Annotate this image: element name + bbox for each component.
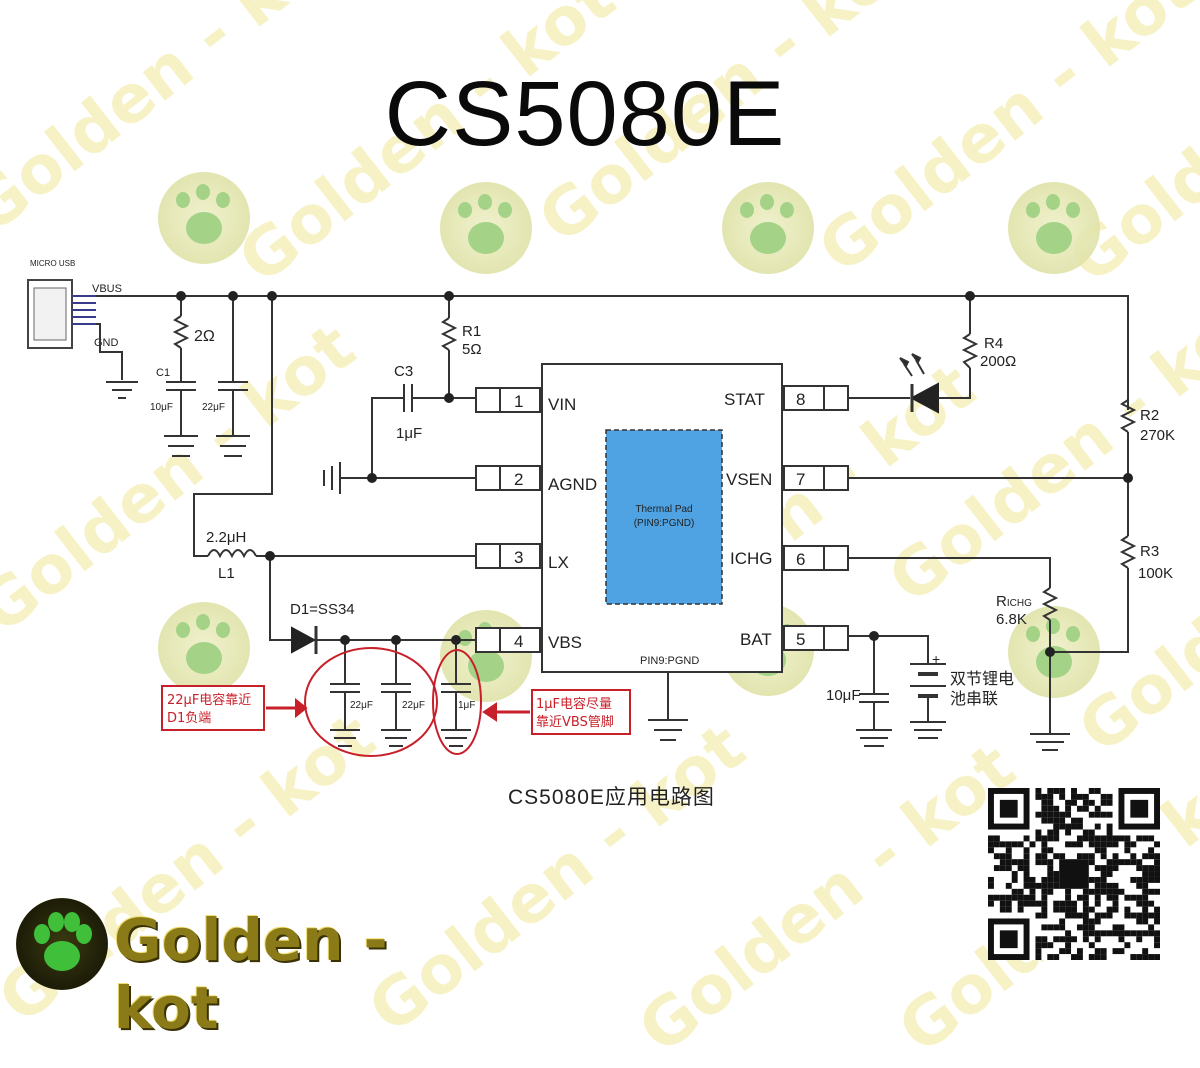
c1-value: 10μF	[150, 402, 173, 413]
ground-icon	[164, 435, 198, 457]
ground-icon	[216, 435, 250, 457]
c3-ref: C3	[394, 363, 413, 380]
pin-2-name: AGND	[548, 475, 597, 494]
pin-5-name: BAT	[740, 630, 772, 649]
qr-code-icon	[988, 788, 1160, 960]
note-left-line1: 22μF电容靠近	[167, 692, 251, 708]
thermal-pad-line2: (PIN9:PGND)	[634, 518, 695, 529]
pin-5-number: 5	[796, 630, 805, 649]
ground-icon	[648, 719, 688, 741]
schematic-diagram: MICRO USB VBUS GND 2Ω C1 10μF 22μF 2.2μH…	[27, 259, 1175, 757]
vbus-label: VBUS	[92, 283, 122, 295]
l1-value: 2.2μH	[206, 529, 246, 546]
r4-value: 200Ω	[980, 353, 1016, 370]
gnd-label: GND	[94, 337, 119, 349]
junction-dots	[176, 291, 1133, 657]
battery-label-line2: 池串联	[950, 690, 998, 708]
pin-3-name: LX	[548, 553, 569, 572]
r4-ref: R4	[984, 335, 1003, 352]
paw-logo-icon	[1008, 182, 1100, 274]
note-left-line2: D1负端	[167, 711, 211, 726]
d1-label: D1=SS34	[290, 601, 355, 618]
pin9-label: PIN9:PGND	[640, 655, 699, 667]
paw-logo-icon	[158, 172, 250, 264]
r1-ref: R1	[462, 323, 481, 340]
pin-1-name: VIN	[548, 395, 576, 414]
r2-value: 270K	[1140, 427, 1175, 444]
paw-logo-icon	[158, 602, 250, 694]
rchg-ref: RICHG	[996, 593, 1032, 610]
usb-label: MICRO USB	[30, 259, 75, 268]
ground-icon	[856, 729, 892, 747]
paw-logo-icon	[16, 898, 108, 990]
ground-icon	[1030, 733, 1070, 751]
r3-ref: R3	[1140, 543, 1159, 560]
page-title: CS5080E	[384, 63, 786, 165]
pin-7-number: 7	[796, 470, 805, 489]
brand-logo: Golden - kot	[16, 898, 456, 1042]
pin-4-name: VBS	[548, 633, 582, 652]
pin-2-number: 2	[514, 470, 523, 489]
pin-1-number: 1	[514, 392, 523, 411]
c-vbs1-value: 22μF	[350, 700, 373, 711]
pin-6-number: 6	[796, 550, 805, 569]
brand-name: Golden - kot	[114, 906, 388, 1042]
r2-ref: R2	[1140, 407, 1159, 424]
ic-left-pins: 1 2 3 4 VIN AGND LX VBS	[475, 387, 597, 653]
usb-connector: MICRO USB VBUS GND	[27, 259, 122, 349]
c-bat-value: 10μF	[826, 687, 861, 704]
pin-8-name: STAT	[724, 390, 765, 409]
ground-icon	[106, 381, 138, 399]
c3-value: 1μF	[396, 425, 422, 442]
pin-8-number: 8	[796, 390, 805, 409]
paw-logo-icon	[440, 182, 532, 274]
r3-value: 100K	[1138, 565, 1173, 582]
ic-right-pins: 8 7 6 5 STAT VSEN ICHG BAT	[724, 385, 849, 651]
paw-logo-icon	[722, 182, 814, 274]
note-right-line2: 靠近VBS管脚	[536, 714, 614, 730]
l1-ref: L1	[218, 565, 235, 582]
c-vbs2-value: 22μF	[402, 700, 425, 711]
pin-4-number: 4	[514, 632, 523, 651]
c-vbs3-value: 1μF	[458, 700, 475, 711]
diagram-caption: CS5080E应用电路图	[508, 786, 715, 809]
note-right-line1: 1μF电容尽量	[536, 696, 612, 712]
pin-7-name: VSEN	[726, 470, 772, 489]
ground-icon	[323, 462, 341, 494]
rchg-value: 6.8K	[996, 611, 1027, 628]
r1-value: 5Ω	[462, 341, 482, 358]
led-icon	[899, 353, 939, 414]
c1-ref: C1	[156, 367, 170, 379]
c-in2-value: 22μF	[202, 402, 225, 413]
thermal-pad-line1: Thermal Pad	[635, 504, 692, 515]
thermal-pad	[605, 429, 723, 605]
battery-label-line1: 双节锂电	[950, 670, 1014, 688]
pin-3-number: 3	[514, 548, 523, 567]
battery-icon	[910, 663, 946, 739]
battery-plus: +	[932, 651, 940, 667]
vbs-capacitors: 22μF 22μF 1μF	[330, 640, 475, 747]
r-in-value: 2Ω	[194, 328, 215, 345]
pin-6-name: ICHG	[730, 549, 773, 568]
